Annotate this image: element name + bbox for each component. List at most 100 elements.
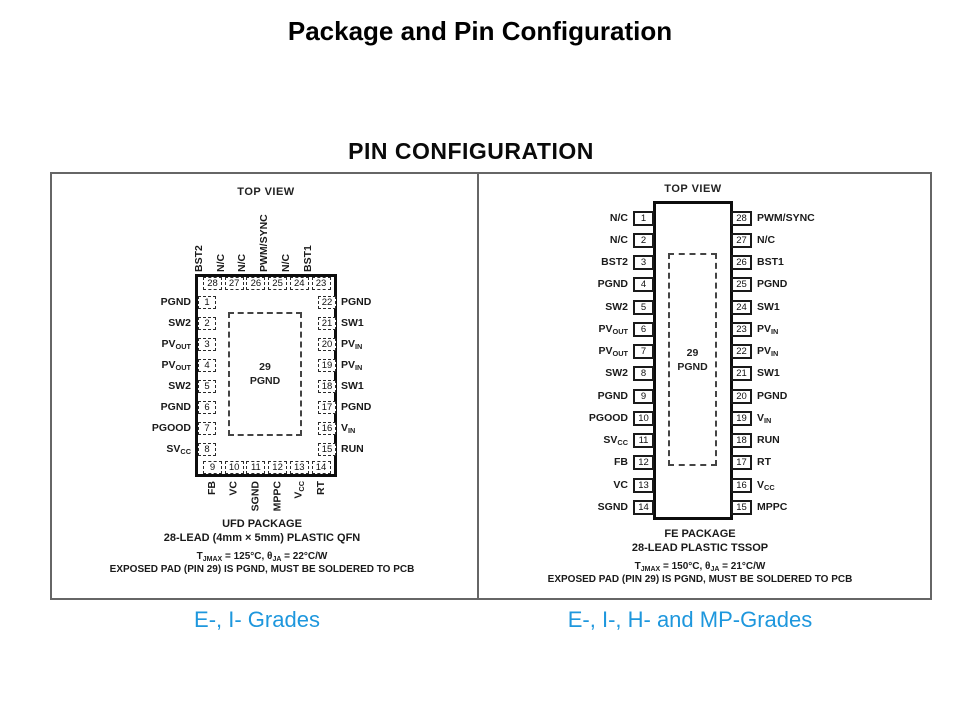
pin-label: PVIN <box>757 345 779 359</box>
pin-number-box: 24 <box>731 299 752 315</box>
pin-number-box: 5 <box>198 380 216 393</box>
pin-label: PGND <box>597 278 628 291</box>
tssop-thermal-note: TJMAX = 150°C, θJA = 21°C/W <box>634 561 766 574</box>
pin-number-box: 3 <box>198 338 216 351</box>
pin-number-box: 19 <box>318 359 336 372</box>
qfn-exposed-pad: 29 PGND <box>228 312 302 436</box>
pin-label: N/C <box>214 253 227 272</box>
pin-label: PGND <box>341 296 372 308</box>
pin-label: RT <box>757 456 771 469</box>
tssop-package-desc: 28-LEAD PLASTIC TSSOP <box>631 542 769 554</box>
pin-label: VIN <box>341 422 356 436</box>
pin-label: PVIN <box>341 338 363 352</box>
tssop-top-view-label: TOP VIEW <box>664 183 722 195</box>
pin-label: N/C <box>236 253 249 272</box>
pin-number-box: 16 <box>318 422 336 435</box>
pin-number-box: 9 <box>633 388 654 404</box>
pin-number-box: 24 <box>289 277 309 290</box>
pin-label: N/C <box>757 233 776 246</box>
pin-label: PGND <box>160 401 191 413</box>
pin-label: SVCC <box>166 443 191 457</box>
pin-number-box: 21 <box>731 366 752 382</box>
pin-label: PGND <box>757 389 788 402</box>
pin-number-box: 17 <box>318 401 336 414</box>
qfn-pad-number: 29 <box>259 361 271 373</box>
pin-label: PVOUT <box>161 338 191 352</box>
pin-label: N/C <box>609 233 628 246</box>
pin-number-box: 1 <box>198 296 216 309</box>
pin-label: SW2 <box>168 380 191 392</box>
qfn-footer: UFD PACKAGE 28-LEAD (4mm × 5mm) PLASTIC … <box>82 517 442 576</box>
tssop-grade-label: E-, I-, H- and MP-Grades <box>567 607 813 632</box>
qfn-package-desc: 28-LEAD (4mm × 5mm) PLASTIC QFN <box>163 532 361 544</box>
tssop-footer: FE PACKAGE 28-LEAD PLASTIC TSSOP TJMAX =… <box>520 527 880 586</box>
pin-number-box: 8 <box>633 366 654 382</box>
pin-label: BST1 <box>757 256 784 268</box>
pin-number-box: 27 <box>731 232 752 248</box>
tssop-exposed-pad: 29 PGND <box>668 253 717 466</box>
pin-label: PGND <box>160 296 191 308</box>
pin-label: VCC <box>757 478 775 492</box>
pin-label: VIN <box>757 411 772 425</box>
pin-number-box: 10 <box>224 461 244 474</box>
pin-number-box: 18 <box>318 380 336 393</box>
pin-label: PGOOD <box>588 411 628 424</box>
pin-label: SW1 <box>341 380 364 392</box>
pin-label: PWM/SYNC <box>757 211 815 224</box>
pin-number-box: 8 <box>198 443 216 456</box>
pin-number-box: 9 <box>203 461 222 474</box>
pin-number-box: 4 <box>633 277 654 293</box>
pin-number-box: 11 <box>633 433 654 448</box>
pin-label: SW1 <box>757 367 780 380</box>
pin-number-box: 13 <box>289 461 309 474</box>
pin-label: SW2 <box>168 317 191 329</box>
pin-label: SW2 <box>605 367 628 380</box>
pin-number-box: 18 <box>731 433 752 448</box>
pin-label: N/C <box>279 253 292 272</box>
pin-number-box: 17 <box>731 455 752 471</box>
panel-divider <box>477 172 479 598</box>
pin-number-box: 23 <box>731 321 752 337</box>
pin-label: PVOUT <box>161 359 191 373</box>
pin-label: VC <box>227 481 240 496</box>
pin-label: VCC <box>292 481 307 499</box>
pin-number-box: 26 <box>246 277 266 290</box>
pin-label: BST1 <box>301 245 314 272</box>
qfn-thermal-note: TJMAX = 125°C, θJA = 22°C/W <box>196 551 328 564</box>
pin-number-box: 4 <box>198 359 216 372</box>
pin-number-box: 6 <box>198 401 216 414</box>
page-title: Package and Pin Configuration <box>287 16 673 46</box>
qfn-pad-name: PGND <box>249 375 281 387</box>
pin-number-box: 16 <box>731 477 752 493</box>
pin-label: SW1 <box>757 300 780 313</box>
pin-number-box: 5 <box>633 299 654 315</box>
pin-number-box: 19 <box>731 410 752 426</box>
pin-label: BST2 <box>601 256 628 268</box>
tssop-pad-number: 29 <box>686 346 699 359</box>
pin-label: PGND <box>341 401 372 413</box>
pin-number-box: 28 <box>731 210 752 226</box>
pin-number-box: 28 <box>203 277 222 290</box>
tssop-pad-name: PGND <box>677 360 708 373</box>
pin-label: BST2 <box>193 245 205 272</box>
pin-label: PVIN <box>757 322 779 336</box>
pin-number-box: 6 <box>633 321 654 337</box>
pin-number-box: 10 <box>633 410 654 426</box>
pin-number-box: 7 <box>633 344 654 359</box>
pin-label: PVOUT <box>598 322 628 336</box>
pin-label: FB <box>614 456 628 469</box>
pin-label: VC <box>613 478 628 491</box>
pin-number-box: 20 <box>318 338 336 351</box>
pin-label: SGND <box>597 500 628 513</box>
pin-number-box: 12 <box>633 455 654 471</box>
pin-label: SVCC <box>603 434 628 448</box>
qfn-grade-label: E-, I- Grades <box>194 607 320 632</box>
pin-label: FB <box>206 481 218 495</box>
pin-label: MPPC <box>757 500 788 513</box>
pin-number-box: 20 <box>731 388 752 404</box>
pin-number-box: 15 <box>731 499 752 515</box>
pin-label: PVOUT <box>598 345 628 359</box>
pin-number-box: 7 <box>198 422 216 435</box>
tssop-pad-note: EXPOSED PAD (PIN 29) IS PGND, MUST BE SO… <box>547 574 853 585</box>
